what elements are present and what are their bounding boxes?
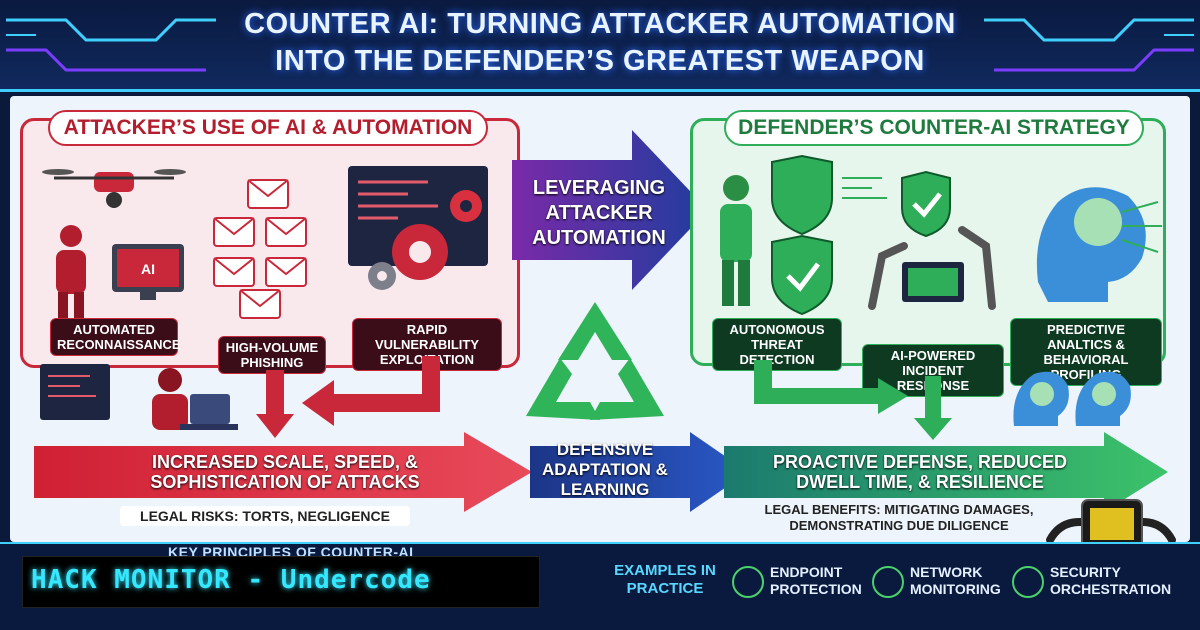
recycle-icon <box>526 302 664 420</box>
shield-check-icon <box>771 154 887 316</box>
hacker-laptop-icon <box>40 364 238 430</box>
circuit-decoration-left <box>6 18 216 72</box>
flow-arrow-green-down <box>914 376 952 440</box>
phishing-label: HIGH-VOLUME PHISHING <box>218 336 326 374</box>
example-endpoint-protection: ENDPOINT PROTECTION <box>770 564 862 597</box>
defender-legal-note: LEGAL BENEFITS: MITIGATING DAMAGES, DEMO… <box>764 502 1034 533</box>
attacker-result-text: INCREASED SCALE, SPEED, & SOPHISTICATION… <box>150 452 420 492</box>
defender-result-text: PROACTIVE DEFENSE, REDUCED DWELL TIME, &… <box>772 452 1068 492</box>
example-security-orchestration: SECURITY ORCHESTRATION <box>1050 564 1172 597</box>
adaptation-arrow <box>530 432 748 512</box>
recon-label: AUTOMATED RECONNAISSANCE <box>50 318 181 356</box>
header-banner: COUNTER AI: TURNING ATTACKER AUTOMATION … <box>0 0 1200 92</box>
brain-icon <box>1036 187 1162 302</box>
computer-ai-icon: AI <box>112 244 184 300</box>
attacker-panel-title: ATTACKER’S USE OF AI & AUTOMATION <box>48 110 488 146</box>
email-icon <box>213 179 307 319</box>
flow-arrow-green-right <box>754 360 908 414</box>
brand-text: HACK MONITOR - Undercode <box>31 565 431 595</box>
leverage-arrow <box>512 130 708 290</box>
page-title: COUNTER AI: TURNING ATTACKER AUTOMATION … <box>230 6 970 80</box>
brand-banner: HACK MONITOR - Undercode <box>22 556 540 608</box>
adaptation-text: DEFENSIVE ADAPTATION & LEARNING <box>542 440 668 499</box>
circuit-decoration-right <box>984 18 1194 72</box>
endpoint-shield-icon <box>732 566 764 598</box>
attacker-legal-note: LEGAL RISKS: TORTS, NEGLIGENCE <box>120 506 410 526</box>
drone-icon <box>42 169 186 208</box>
flow-arrow-red-down <box>256 370 294 438</box>
defender-figure-icon <box>720 175 752 306</box>
svg-text:AI: AI <box>141 261 155 277</box>
title-line-2: INTO THE DEFENDER’S GREATEST WEAPON <box>275 45 925 77</box>
example-network-monitoring: NETWORK MONITORING <box>910 564 1001 597</box>
hacker-figure-icon <box>56 225 86 320</box>
leverage-text: LEVERAGING ATTACKER AUTOMATION <box>532 177 666 249</box>
attacker-result-arrow <box>34 432 532 512</box>
robot-arm-icon <box>868 170 996 310</box>
defender-panel-title: DEFENDER’S COUNTER-AI STRATEGY <box>724 110 1144 146</box>
flow-arrow-red-left <box>302 356 440 426</box>
analytics-heads-icon <box>1013 371 1131 426</box>
examples-label: EXAMPLES IN PRACTICE <box>614 562 716 597</box>
gear-icon <box>348 166 488 290</box>
defender-result-arrow <box>724 432 1168 512</box>
orchestration-gear-icon <box>1012 566 1044 598</box>
network-gear-icon <box>872 566 904 598</box>
title-line-1: COUNTER AI: TURNING ATTACKER AUTOMATION <box>244 8 956 40</box>
